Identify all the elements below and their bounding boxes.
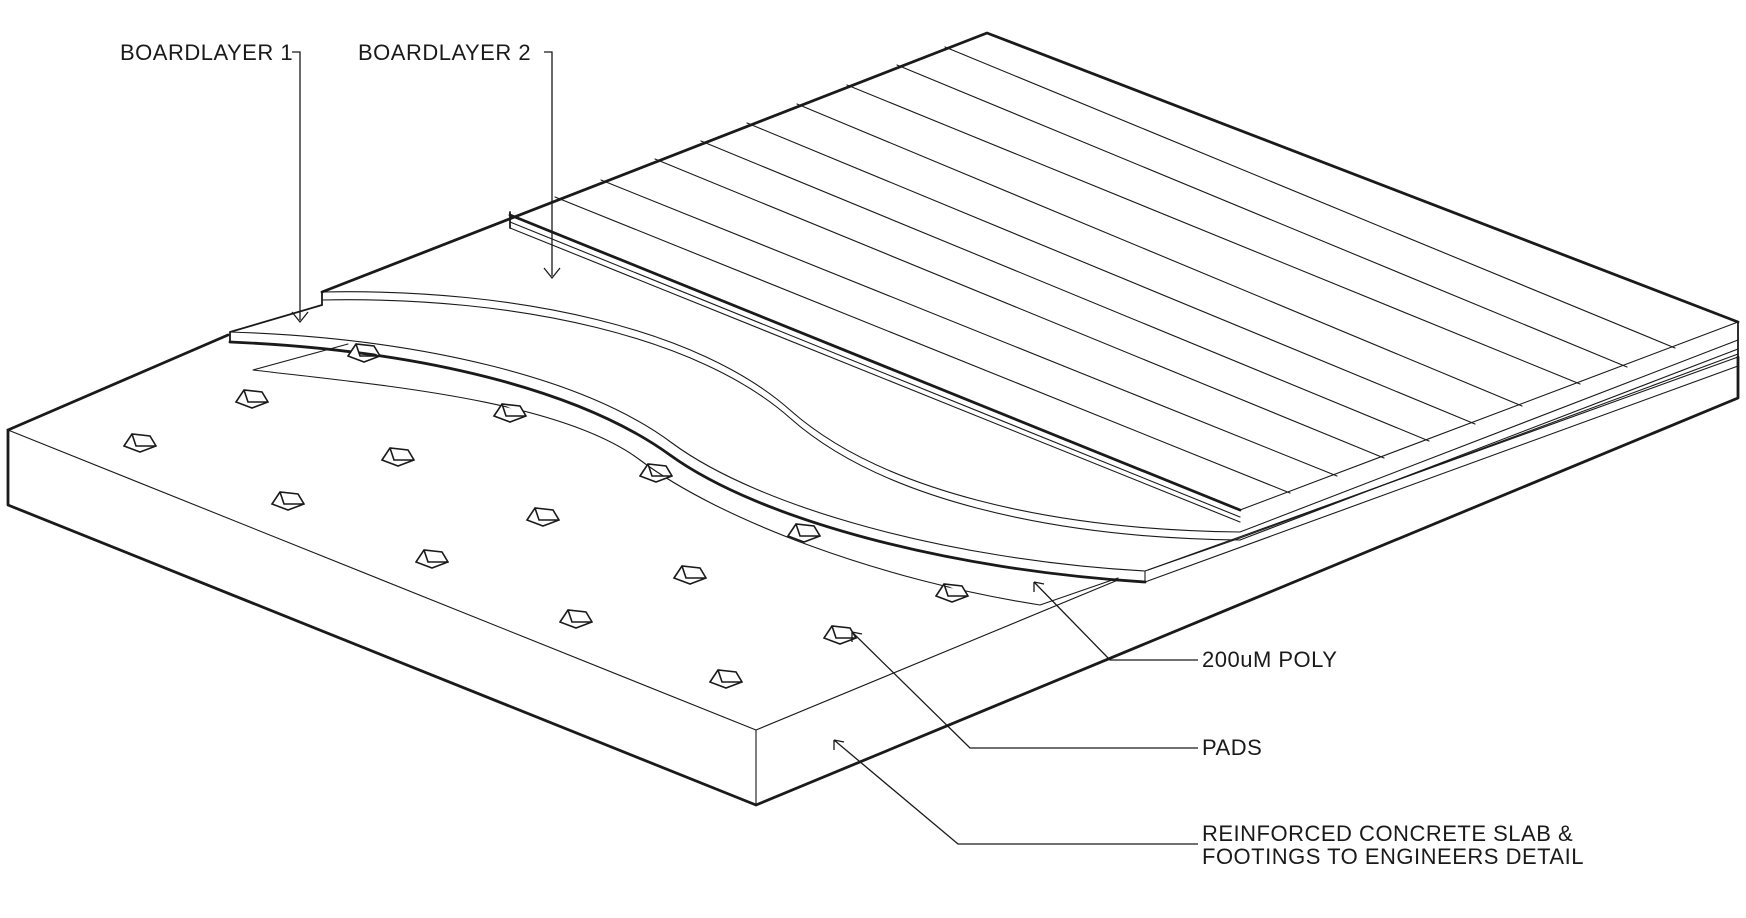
boardlayer-2-back-edge bbox=[320, 31, 1740, 324]
pad bbox=[492, 403, 528, 423]
boardlayer-2-curved-edge-lower bbox=[321, 299, 1241, 541]
floorboard-start-edge bbox=[508, 213, 1242, 512]
label-pads: PADS bbox=[1202, 735, 1263, 760]
slab-top-left-edge bbox=[6, 333, 230, 432]
poly-leader bbox=[1033, 581, 1198, 661]
pads bbox=[122, 343, 970, 689]
pad bbox=[934, 583, 970, 603]
slab-leader bbox=[833, 739, 1198, 845]
pad bbox=[270, 491, 306, 511]
pad bbox=[822, 625, 858, 645]
label-boardlayer-1: BOARDLAYER 1 bbox=[120, 40, 294, 65]
boardlayer-1-side bbox=[1144, 353, 1739, 583]
pad bbox=[414, 549, 450, 569]
pad bbox=[122, 433, 158, 453]
floorboard-joints bbox=[554, 46, 1676, 494]
boardlayer-1-top-curve bbox=[229, 331, 1146, 572]
floorboard-start-edge-2 bbox=[509, 221, 1241, 523]
pads-leader bbox=[851, 631, 1198, 749]
pad bbox=[380, 447, 416, 467]
label-boardlayer-2: BOARDLAYER 2 bbox=[358, 40, 532, 65]
pad bbox=[672, 565, 708, 585]
boardlayer-2 bbox=[320, 31, 1740, 541]
pad bbox=[708, 669, 744, 689]
pad bbox=[558, 609, 594, 629]
pad bbox=[346, 343, 382, 363]
label-slab-line-2: FOOTINGS TO ENGINEERS DETAIL bbox=[1202, 844, 1584, 869]
slab-top-front-edge bbox=[7, 429, 1119, 731]
pad bbox=[525, 507, 561, 527]
floorboard-front-edge bbox=[1239, 321, 1739, 511]
boardlayer-1-curved-edge bbox=[228, 340, 1147, 584]
slab-front-left-edge bbox=[6, 355, 1740, 807]
label-slab-line-1: REINFORCED CONCRETE SLAB & bbox=[1202, 821, 1574, 846]
boardlayer-2-front-edge bbox=[1239, 339, 1739, 541]
boardlayer-2-curved-edge bbox=[321, 291, 1241, 533]
floorboards bbox=[508, 46, 1739, 523]
boardlayer-2-leader bbox=[543, 51, 561, 280]
boardlayer-1 bbox=[228, 304, 1739, 584]
pad bbox=[786, 523, 822, 543]
pad bbox=[638, 463, 674, 483]
leaders bbox=[291, 51, 1198, 845]
boardlayer-1-right-edge bbox=[1144, 537, 1241, 583]
concrete-slab bbox=[6, 333, 1740, 807]
label-poly: 200uM POLY bbox=[1202, 647, 1338, 672]
boardlayer-1-leader bbox=[291, 51, 309, 324]
pad bbox=[234, 389, 270, 409]
